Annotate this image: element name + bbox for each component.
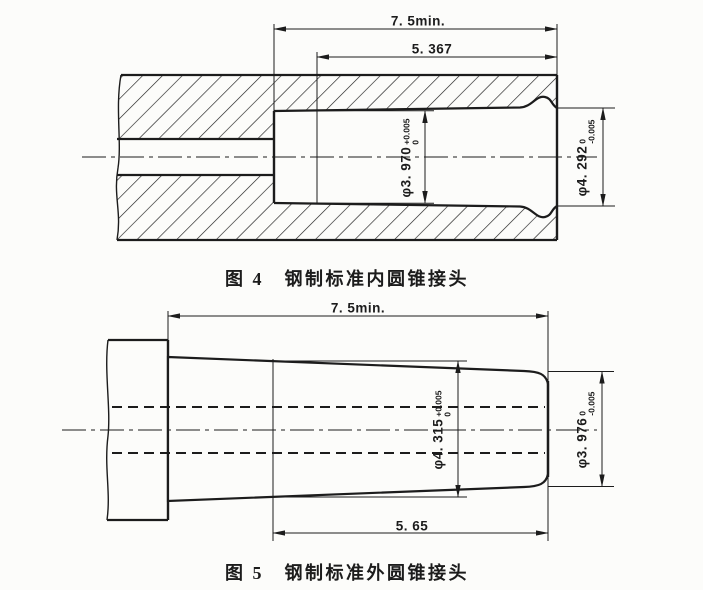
tolerance-lower: 0: [411, 140, 421, 145]
fig4-mouth-dia-tolerance: 0-0.005: [578, 119, 598, 144]
fig4-cavity-top-edge: [273, 95, 558, 113]
tolerance-lower: -0.005: [587, 391, 597, 416]
fig4-mouth-dia-value: φ4. 292: [574, 145, 590, 197]
fig5-gauge-length-label: 5. 65: [395, 518, 429, 534]
fig5-caption: 图 5 钢制标准外圆锥接头: [225, 563, 469, 583]
fig5-tip-dia-tolerance: 0-0.005: [578, 391, 598, 416]
fig5-gauge-dia-value: φ4. 315: [430, 418, 446, 470]
fig4-cavity-bottom-edge: [273, 201, 558, 219]
fig5-tip-dia-value: φ3. 976: [574, 417, 590, 469]
fig5-flange: [106, 340, 168, 520]
figure5-drawing: [62, 311, 614, 541]
fig4-small-dia-value: φ3. 970: [398, 146, 414, 198]
fig4-total-length-label: 7. 5min.: [390, 13, 446, 29]
fig4-gauge-length-label: 5. 367: [411, 41, 453, 57]
fig5-break-line: [106, 339, 110, 521]
fig5-total-length-label: 7. 5min.: [330, 300, 386, 316]
fig4-break-line: [115, 74, 122, 241]
tolerance-lower: -0.005: [587, 119, 597, 144]
fig4-caption: 图 4 钢制标准内圆锥接头: [225, 269, 469, 289]
tolerance-lower: 0: [443, 412, 453, 417]
fig5-cone-body: [166, 355, 550, 503]
figure4-drawing: [82, 24, 615, 242]
